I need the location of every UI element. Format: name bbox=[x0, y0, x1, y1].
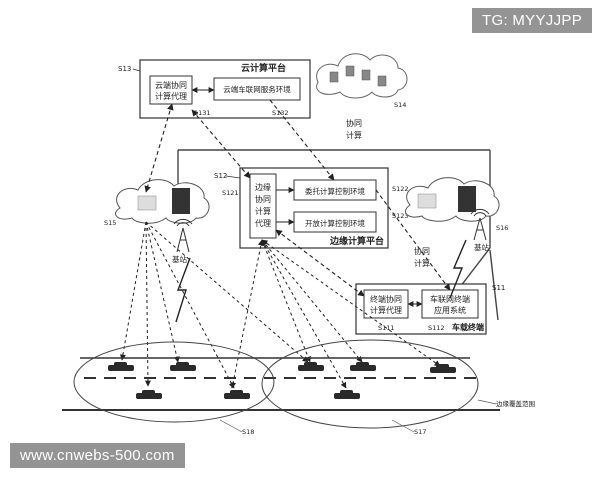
right-wireless-icon bbox=[449, 239, 467, 299]
edge-agent-line-3: 计算 bbox=[255, 206, 271, 216]
left-antenna-icon bbox=[173, 218, 193, 253]
right-antenna-icon bbox=[470, 208, 490, 241]
cloud-env-label: 云端车联网服务环境 bbox=[223, 84, 291, 94]
coop-label-top-1: 协同 bbox=[346, 118, 362, 128]
road bbox=[62, 357, 500, 411]
edge-platform-title: 边缘计算平台 bbox=[329, 235, 384, 247]
edge-env1-label: 委托计算控制环境 bbox=[305, 186, 365, 196]
right-station-id: S16 bbox=[496, 224, 508, 232]
car-icon bbox=[108, 362, 134, 371]
road-id: S17 bbox=[414, 428, 426, 436]
car-icon bbox=[334, 390, 360, 399]
edge-agent-line-4: 代理 bbox=[255, 218, 271, 228]
coverage-id: S18 bbox=[242, 428, 254, 436]
cloud-platform: 云计算平台 S13 云端协同 计算代理 S131 云端车联网服务环境 S132 bbox=[118, 59, 311, 119]
vehicle-terminal: S11 终端协同 计算代理 车联网终端 应用系统 S111 S112 车载终端 bbox=[355, 283, 505, 335]
left-station-links bbox=[119, 221, 309, 389]
right-base-station-label: 基站 bbox=[474, 242, 489, 252]
car-icon bbox=[224, 390, 250, 399]
edge-env2-label: 开放计算控制环境 bbox=[305, 218, 365, 228]
car-icon bbox=[430, 364, 456, 373]
car-icon bbox=[298, 362, 324, 371]
car-icon bbox=[350, 362, 376, 371]
watermark-bottom: www.cnwebs-500.com bbox=[10, 443, 185, 468]
cloud-agent-label-1: 云端协同 bbox=[155, 80, 187, 90]
server-cloud-icon: S14 bbox=[316, 53, 408, 109]
edge-agent-line-1: 边缘 bbox=[255, 182, 271, 192]
watermark-top: TG: MYYJJPP bbox=[472, 8, 592, 33]
edge-agent-id: S121 bbox=[222, 189, 239, 197]
edge-platform: 边缘计算平台 S12 边缘 协同 计算 代理 S121 委托计算控制环境 开放计… bbox=[214, 167, 409, 249]
right-edge-cloud: S16 bbox=[405, 177, 508, 232]
terminal-app-id: S112 bbox=[428, 324, 445, 332]
cloud-platform-id: S13 bbox=[118, 65, 131, 73]
terminal-app-line-1: 车联网终端 bbox=[430, 294, 470, 304]
car-icon bbox=[136, 390, 162, 399]
coverage-label: 边缘覆盖范围 bbox=[496, 399, 535, 408]
edge-platform-id: S12 bbox=[214, 172, 227, 180]
left-wireless-icon bbox=[175, 257, 191, 323]
terminal-app-line-2: 应用系统 bbox=[434, 305, 466, 315]
left-edge-cloud: S15 bbox=[104, 179, 210, 227]
edge-env2-id: S123 bbox=[392, 212, 409, 220]
left-base-station-label: 基站 bbox=[172, 254, 187, 264]
coverage-areas bbox=[73, 339, 479, 429]
terminal-agent-line-1: 终端协同 bbox=[370, 294, 402, 304]
car-icon bbox=[170, 362, 196, 371]
terminal-agent-line-2: 计算代理 bbox=[370, 305, 402, 315]
edge-agent-line-2: 协同 bbox=[255, 194, 271, 204]
cloud-agent-label-2: 计算代理 bbox=[155, 91, 187, 101]
coop-label-right-1: 协同 bbox=[414, 246, 430, 256]
terminal-id: S11 bbox=[492, 284, 505, 292]
left-station-id: S15 bbox=[104, 219, 116, 227]
coop-label-top-2: 计算 bbox=[346, 130, 362, 140]
server-cloud-id: S14 bbox=[394, 101, 406, 109]
edge-env1-id: S122 bbox=[392, 185, 409, 193]
edge-links bbox=[230, 239, 441, 389]
vehicles bbox=[108, 362, 456, 399]
terminal-title: 车载终端 bbox=[452, 322, 484, 332]
cloud-platform-title: 云计算平台 bbox=[241, 62, 286, 74]
